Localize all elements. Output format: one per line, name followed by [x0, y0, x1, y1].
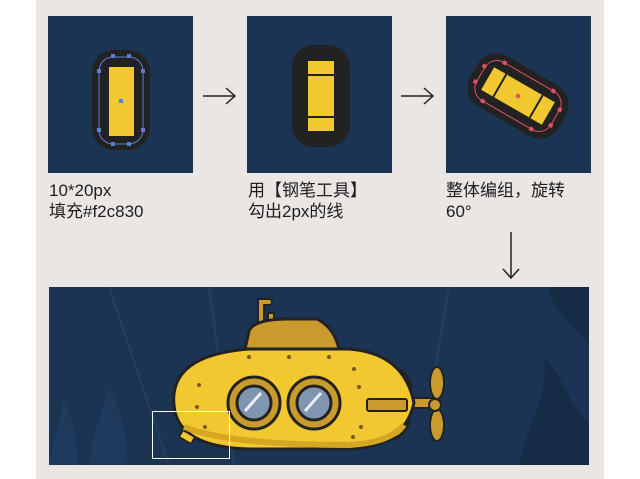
step3-illustration [467, 53, 569, 139]
anchor-point [127, 142, 131, 146]
highlight-selection-box [152, 411, 230, 459]
step1-panel [48, 16, 193, 173]
step2-illustration [292, 45, 350, 147]
step2-line2: 勾出2px的线 [248, 202, 344, 221]
anchor-point [97, 128, 101, 132]
selection-path [98, 56, 144, 145]
step2-line1: 用【钢笔工具】 [248, 181, 367, 200]
step2-panel [247, 16, 392, 173]
arrow-right-icon [401, 87, 435, 105]
anchor-point [97, 69, 101, 73]
arrow-down-icon [502, 232, 520, 280]
step3-line2: 60° [446, 202, 472, 221]
step3-caption: 整体编组，旋转 60° [446, 180, 565, 222]
pen-line [308, 74, 334, 76]
submarine-illustration [49, 287, 589, 465]
step1-line2: 填充#f2c830 [49, 202, 144, 221]
rotated-group [467, 53, 569, 139]
anchor-point [127, 54, 131, 58]
anchor-point [111, 54, 115, 58]
anchor-point [141, 128, 145, 132]
pen-line [308, 116, 334, 118]
anchor-point [111, 142, 115, 146]
step3-line1: 整体编组，旋转 [446, 181, 565, 200]
step1-illustration [92, 50, 150, 150]
yellow-rectangle [308, 61, 334, 131]
center-point [119, 99, 123, 103]
submarine-scene [49, 287, 589, 465]
step3-panel [446, 16, 591, 173]
anchor-point [141, 69, 145, 73]
step1-caption: 10*20px 填充#f2c830 [49, 180, 144, 222]
step2-caption: 用【钢笔工具】 勾出2px的线 [248, 180, 367, 222]
step1-line1: 10*20px [49, 181, 112, 200]
arrow-right-icon [203, 87, 237, 105]
